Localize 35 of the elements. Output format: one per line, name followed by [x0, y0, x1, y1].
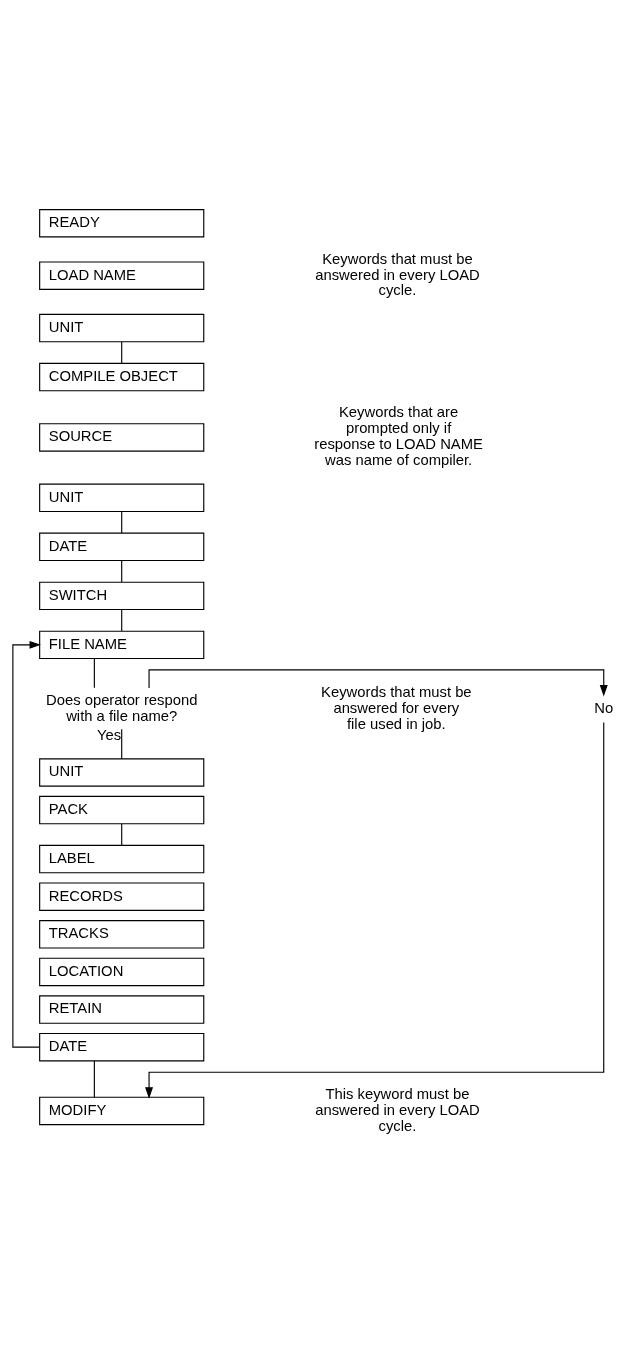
node-box: READY: [39, 209, 205, 238]
connector: [121, 823, 123, 846]
connector: [93, 1060, 95, 1098]
node-box: PACK: [39, 795, 205, 825]
node-box: SWITCH: [39, 581, 205, 611]
connector: [121, 560, 123, 583]
arrow: [145, 721, 605, 1099]
node-box: LOAD NAME: [39, 261, 205, 290]
node-box: SOURCE: [39, 423, 205, 452]
connector: [121, 341, 123, 364]
node-box: DATE: [39, 532, 205, 562]
label: Keywords that must be answered in every LOAD cycle.: [315, 250, 480, 299]
node-text: No: [594, 699, 614, 716]
label: This keyword must be answered in every LOAD cycle.: [315, 1085, 480, 1134]
node-box: RECORDS: [39, 882, 205, 911]
node-box: MODIFY: [39, 1096, 205, 1126]
connector: [93, 658, 95, 689]
node-box: TRACKS: [39, 920, 205, 949]
node-box: UNIT: [39, 483, 205, 513]
node-text: Does operator respond with a file name?: [46, 691, 198, 724]
label: Keywords that must be answered for every file used in job.: [321, 683, 472, 732]
node-box: LABEL: [39, 844, 205, 874]
node-box: LOCATION: [39, 957, 205, 987]
connector: [121, 511, 123, 534]
node-box: DATE: [39, 1032, 205, 1062]
node-box: RETAIN: [39, 995, 205, 1024]
connector: [121, 609, 123, 632]
edge-label: Yes: [97, 726, 122, 743]
label: Keywords that are prompted only if response to LOAD NAME was name of compiler.: [314, 404, 483, 469]
node-box: COMPILE OBJECT: [39, 362, 205, 392]
node-box: UNIT: [39, 313, 205, 343]
node-box: UNIT: [39, 758, 205, 787]
node-box: FILE NAME: [39, 630, 205, 660]
arrow: [12, 640, 41, 1048]
connector: [121, 728, 123, 760]
